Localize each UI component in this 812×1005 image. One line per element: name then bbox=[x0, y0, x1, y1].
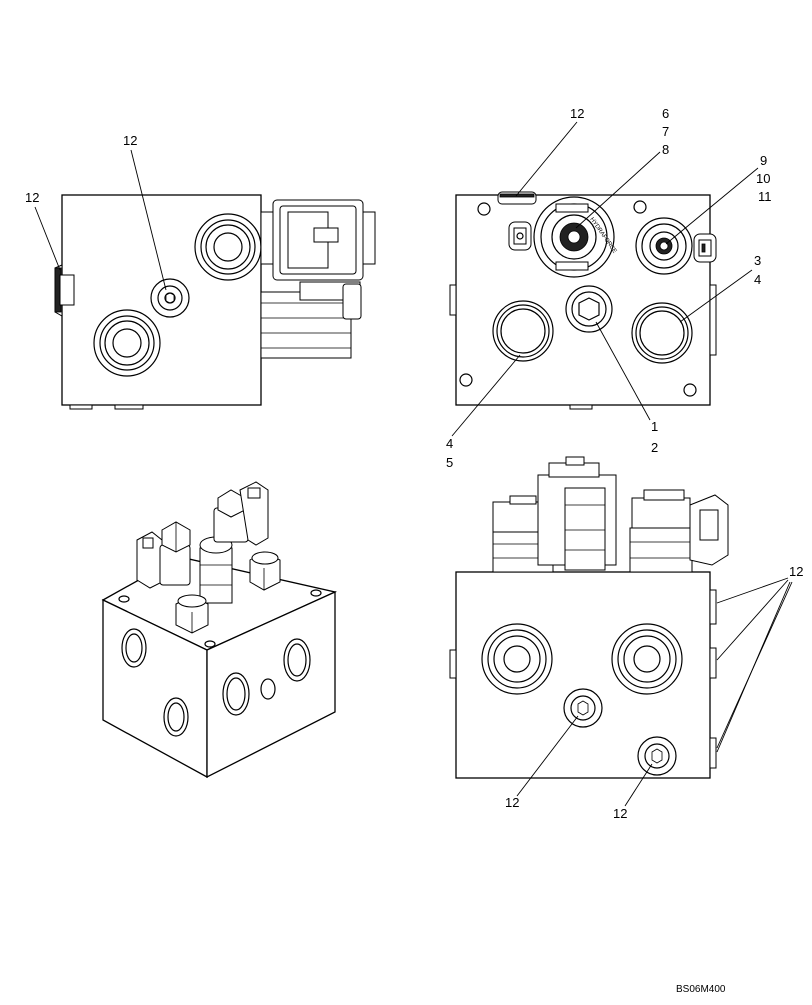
rear-port-right bbox=[611, 623, 683, 695]
port-left-fitting bbox=[492, 300, 554, 362]
callout-4-left: 4 bbox=[446, 436, 453, 451]
port-right-fitting bbox=[631, 302, 693, 364]
callout-3: 3 bbox=[754, 253, 761, 268]
rear-plug-center bbox=[563, 688, 603, 728]
port-large-lower bbox=[93, 309, 161, 377]
callout-12-top-right: 12 bbox=[570, 106, 584, 121]
callout-12-bottom-right: 12 bbox=[613, 806, 627, 821]
plug-small bbox=[150, 278, 190, 318]
callout-8: 8 bbox=[662, 142, 669, 157]
callout-1: 1 bbox=[651, 419, 658, 434]
rear-valve-right bbox=[629, 489, 693, 573]
isometric-view-block bbox=[101, 481, 338, 779]
side-view-block bbox=[54, 194, 376, 410]
connector-plug-left bbox=[508, 221, 532, 251]
callout-12-top-left: 12 bbox=[123, 133, 137, 148]
callout-10: 10 bbox=[756, 171, 770, 186]
iso-plug-right bbox=[249, 551, 281, 591]
solenoid-connector-side bbox=[260, 199, 376, 281]
iso-valve-center bbox=[199, 536, 233, 604]
drawing-code: BS06M400 bbox=[676, 984, 726, 995]
cartridge-valve-side bbox=[260, 281, 362, 359]
connector-plug-right bbox=[693, 233, 717, 263]
iso-connector-left bbox=[136, 531, 163, 589]
iso-plug-front bbox=[175, 594, 209, 634]
rear-coil-center bbox=[537, 456, 617, 571]
callout-12-left: 12 bbox=[25, 190, 39, 205]
rear-connector-right bbox=[689, 494, 729, 566]
front-view-block: HYDRAFORCE bbox=[449, 191, 717, 410]
callout-9: 9 bbox=[760, 153, 767, 168]
iso-coil-left bbox=[159, 521, 191, 586]
callout-2: 2 bbox=[651, 440, 658, 455]
callout-7: 7 bbox=[662, 124, 669, 139]
callout-4-right: 4 bbox=[754, 272, 761, 287]
plug-center bbox=[565, 285, 613, 333]
callout-12-right: 12 bbox=[789, 564, 803, 579]
callout-12-bottom-left: 12 bbox=[505, 795, 519, 810]
rear-view-block bbox=[449, 456, 729, 779]
rear-port-left bbox=[481, 623, 553, 695]
callout-6: 6 bbox=[662, 106, 669, 121]
callout-11: 11 bbox=[758, 189, 772, 204]
callout-5: 5 bbox=[446, 455, 453, 470]
iso-connector-right bbox=[239, 481, 269, 546]
rear-plug-right bbox=[637, 736, 677, 776]
